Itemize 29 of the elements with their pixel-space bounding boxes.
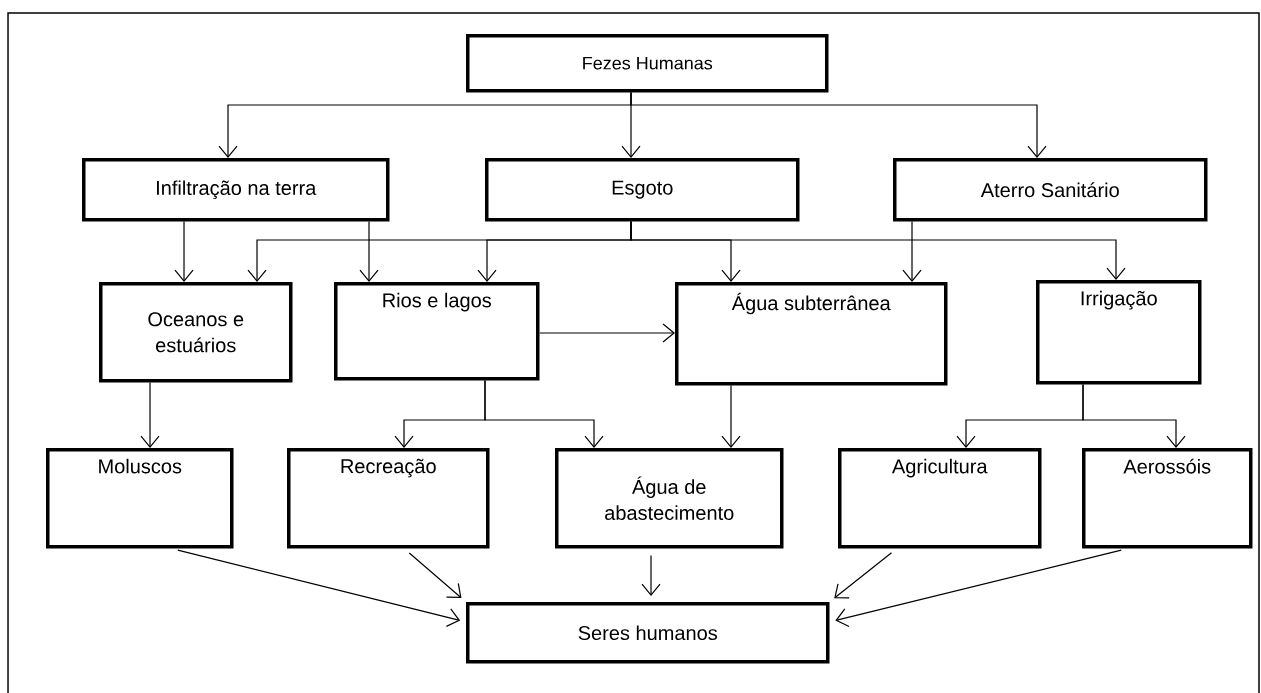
process-box: Esgoto (485, 158, 800, 222)
arrow (834, 552, 893, 599)
process-box: Fezes Humanas (466, 34, 829, 93)
arrow (1082, 383, 1186, 448)
arrow (538, 323, 675, 343)
arrow (835, 549, 1122, 628)
process-box: Seres humanos (466, 602, 830, 664)
process-box: Água de abastecimento (555, 448, 784, 549)
arrow (174, 220, 194, 282)
arrow (630, 91, 1047, 158)
process-box: Agricultura (838, 448, 1042, 549)
process-box: Aerossóis (1082, 448, 1253, 549)
arrow (721, 384, 741, 448)
arrow (408, 552, 462, 599)
arrow (177, 549, 461, 627)
process-box: Oceanos e estuários (99, 282, 293, 383)
arrow (902, 220, 922, 282)
arrow (641, 554, 661, 596)
process-box: Aterro Sanitário (893, 158, 1208, 222)
arrow (140, 381, 160, 448)
process-box: Irrigação (1036, 280, 1202, 385)
process-box: Moluscos (46, 448, 234, 549)
process-box: Infiltração na terra (82, 158, 390, 222)
process-box: Recreação (287, 448, 490, 549)
process-box: Rios e lagos (334, 282, 540, 381)
arrow (630, 220, 1126, 280)
arrow (359, 220, 379, 282)
arrow (484, 379, 604, 448)
process-box: Água subterrânea (675, 282, 948, 386)
